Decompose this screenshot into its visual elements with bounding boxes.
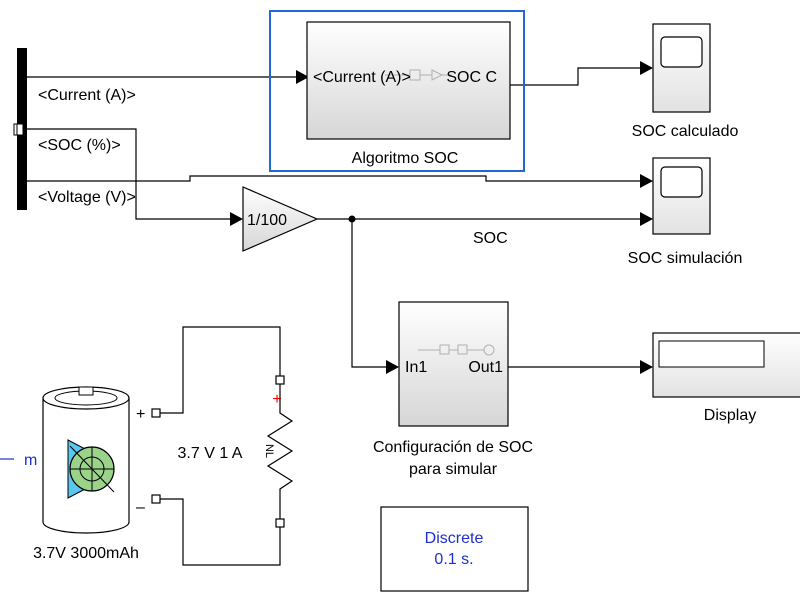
scope-soc-calculado[interactable] — [652, 23, 711, 113]
subsystem-preview-icon — [385, 69, 452, 81]
signal-wires — [27, 61, 653, 374]
algoritmo-in-port: <Current (A)> — [313, 69, 411, 86]
signal-label-soc: SOC — [473, 230, 508, 247]
scope-screen-icon — [660, 166, 703, 198]
algoritmo-out-port: SOC C — [446, 69, 497, 86]
gain-block[interactable]: 1/100 — [242, 186, 319, 252]
selection-highlight — [269, 10, 525, 172]
scope-screen-icon — [660, 36, 703, 68]
battery-charge-icon — [67, 439, 115, 499]
config-out-port: Out1 — [468, 359, 503, 376]
config-soc-block[interactable]: In1 Out1 — [398, 301, 509, 427]
config-soc-label-line1: Configuración de SOC — [373, 439, 533, 456]
battery-label: 3.7V 3000mAh — [33, 545, 139, 562]
resistor-polarity-plus: + — [272, 391, 281, 408]
resistor-plus-port[interactable] — [275, 375, 285, 385]
gain-value: 1/100 — [247, 212, 287, 229]
scope-soc-calculado-label: SOC calculado — [632, 123, 739, 140]
scope-soc-simulacion[interactable] — [652, 157, 711, 235]
wire-voltage[interactable] — [27, 175, 640, 182]
battery-minus-port[interactable] — [151, 494, 161, 504]
battery-plus-sign: + — [136, 406, 145, 423]
battery-minus-sign: – — [136, 499, 145, 516]
circuit-wires — [160, 326, 281, 566]
algoritmo-soc-block[interactable]: <Current (A)> SOC C — [306, 21, 511, 140]
config-in-port: In1 — [405, 359, 427, 376]
subsystem-preview-icon — [418, 344, 495, 356]
resistor-nl-symbol: NL — [263, 444, 275, 458]
scope-soc-simulacion-label: SOC simulación — [628, 250, 743, 267]
powergui-sample-time: 0.1 s. — [434, 551, 473, 568]
wire-soc-percent[interactable] — [27, 128, 230, 220]
bus-signal-current: <Current (A)> — [38, 87, 136, 104]
config-soc-label-line2: para simular — [409, 461, 498, 478]
resistor-block[interactable]: + NL — [263, 375, 294, 528]
wire-soc-c[interactable] — [510, 67, 640, 86]
bus-selector-block[interactable] — [13, 48, 27, 210]
battery-m-port: m — [24, 452, 37, 469]
display-block[interactable] — [652, 332, 800, 398]
wire-soc-branch[interactable] — [351, 219, 386, 368]
display-label: Display — [704, 407, 756, 424]
bus-signal-voltage: <Voltage (V)> — [38, 189, 136, 206]
powergui-mode: Discrete — [425, 530, 484, 547]
resistor-minus-port[interactable] — [275, 518, 285, 528]
algoritmo-soc-label: Algoritmo SOC — [352, 150, 459, 167]
battery-block[interactable] — [42, 386, 130, 534]
resistor-label: 3.7 V 1 A — [178, 445, 243, 462]
display-readout — [658, 340, 765, 368]
powergui-block[interactable]: Discrete 0.1 s. — [380, 506, 529, 592]
bus-signal-soc: <SOC (%)> — [38, 137, 121, 154]
battery-plus-port[interactable] — [151, 408, 161, 418]
